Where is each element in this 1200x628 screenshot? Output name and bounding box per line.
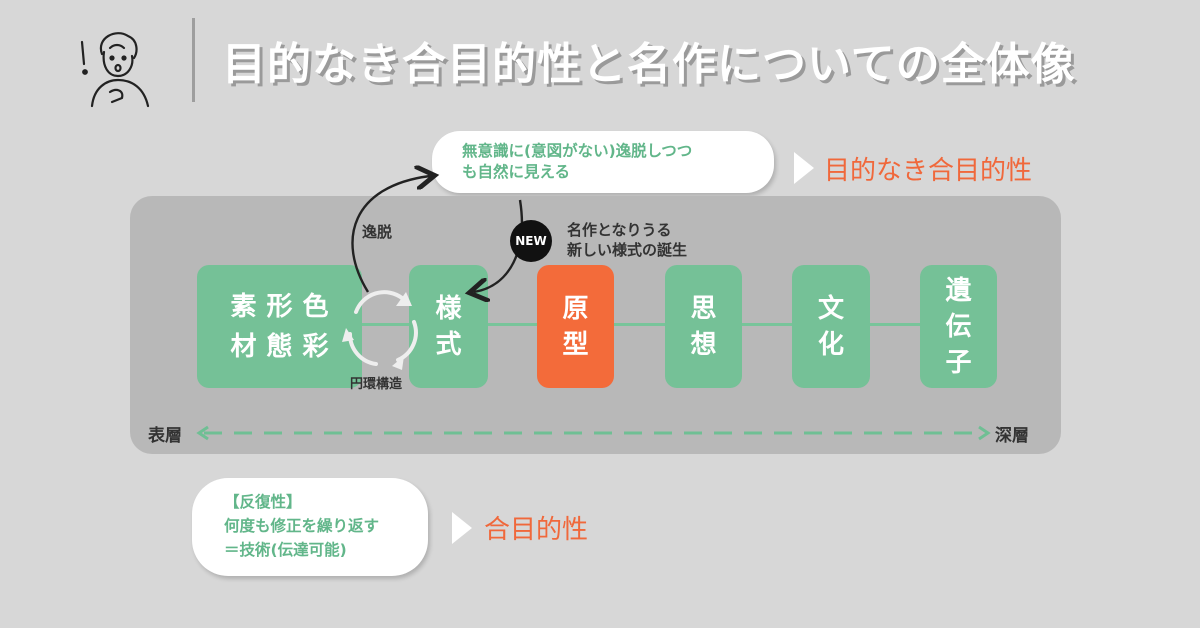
stage-material-char: 色 <box>302 291 329 322</box>
stage-material-char: 形 <box>266 291 293 322</box>
stage-thought: 思想 <box>665 265 742 388</box>
pointer-triangle-icon <box>794 152 814 184</box>
label-purposiveness: 合目的性 <box>484 515 589 545</box>
pointer-triangle-icon <box>452 512 472 544</box>
stage-material-char: 彩 <box>302 331 329 362</box>
stage-gene: 遺伝子 <box>920 265 997 388</box>
stage-gene-label: 遺伝子 <box>945 275 972 378</box>
label-purposeless-purposiveness: 目的なき合目的性 <box>824 156 1033 186</box>
label-deviation: 逸脱 <box>362 223 393 241</box>
label-circular-structure: 円環構造 <box>350 377 403 392</box>
new-badge: NEW <box>510 220 552 262</box>
stage-culture: 文化 <box>792 265 870 388</box>
stage-style-label: 様式 <box>435 293 462 360</box>
callout-unconscious-deviation: 無意識に(意図がない)逸脱しつつ も自然に見える <box>432 131 774 193</box>
callout-bottom-text: 【反復性】 何度も修正を繰り返す ＝技術(伝達可能) <box>224 493 380 559</box>
header-divider <box>192 18 195 102</box>
depth-axis-arrow <box>196 425 991 441</box>
callout-top-text: 無意識に(意図がない)逸脱しつつ も自然に見える <box>462 142 693 181</box>
axis-label-surface: 表層 <box>148 426 182 446</box>
axis-label-deep: 深層 <box>995 426 1029 446</box>
stage-culture-label: 文化 <box>817 293 844 360</box>
new-style-description: 名作となりうる 新しい様式の誕生 <box>567 221 688 259</box>
page-title: 目的なき合目的性と名作についての全体像 <box>222 39 1076 90</box>
thinking-person-icon <box>80 32 150 108</box>
stage-material-char: 態 <box>266 331 293 362</box>
stage-archetype-label: 原型 <box>562 293 589 360</box>
stage-style: 様式 <box>409 265 488 388</box>
callout-repetition: 【反復性】 何度も修正を繰り返す ＝技術(伝達可能) <box>192 478 428 576</box>
stage-archetype: 原型 <box>537 265 614 388</box>
stage-thought-label: 思想 <box>690 293 717 360</box>
stage-material-char: 素 <box>230 291 257 322</box>
stage-material-form-color: 素 形 色 材 態 彩 <box>197 265 362 388</box>
stage-material-char: 材 <box>230 331 257 362</box>
